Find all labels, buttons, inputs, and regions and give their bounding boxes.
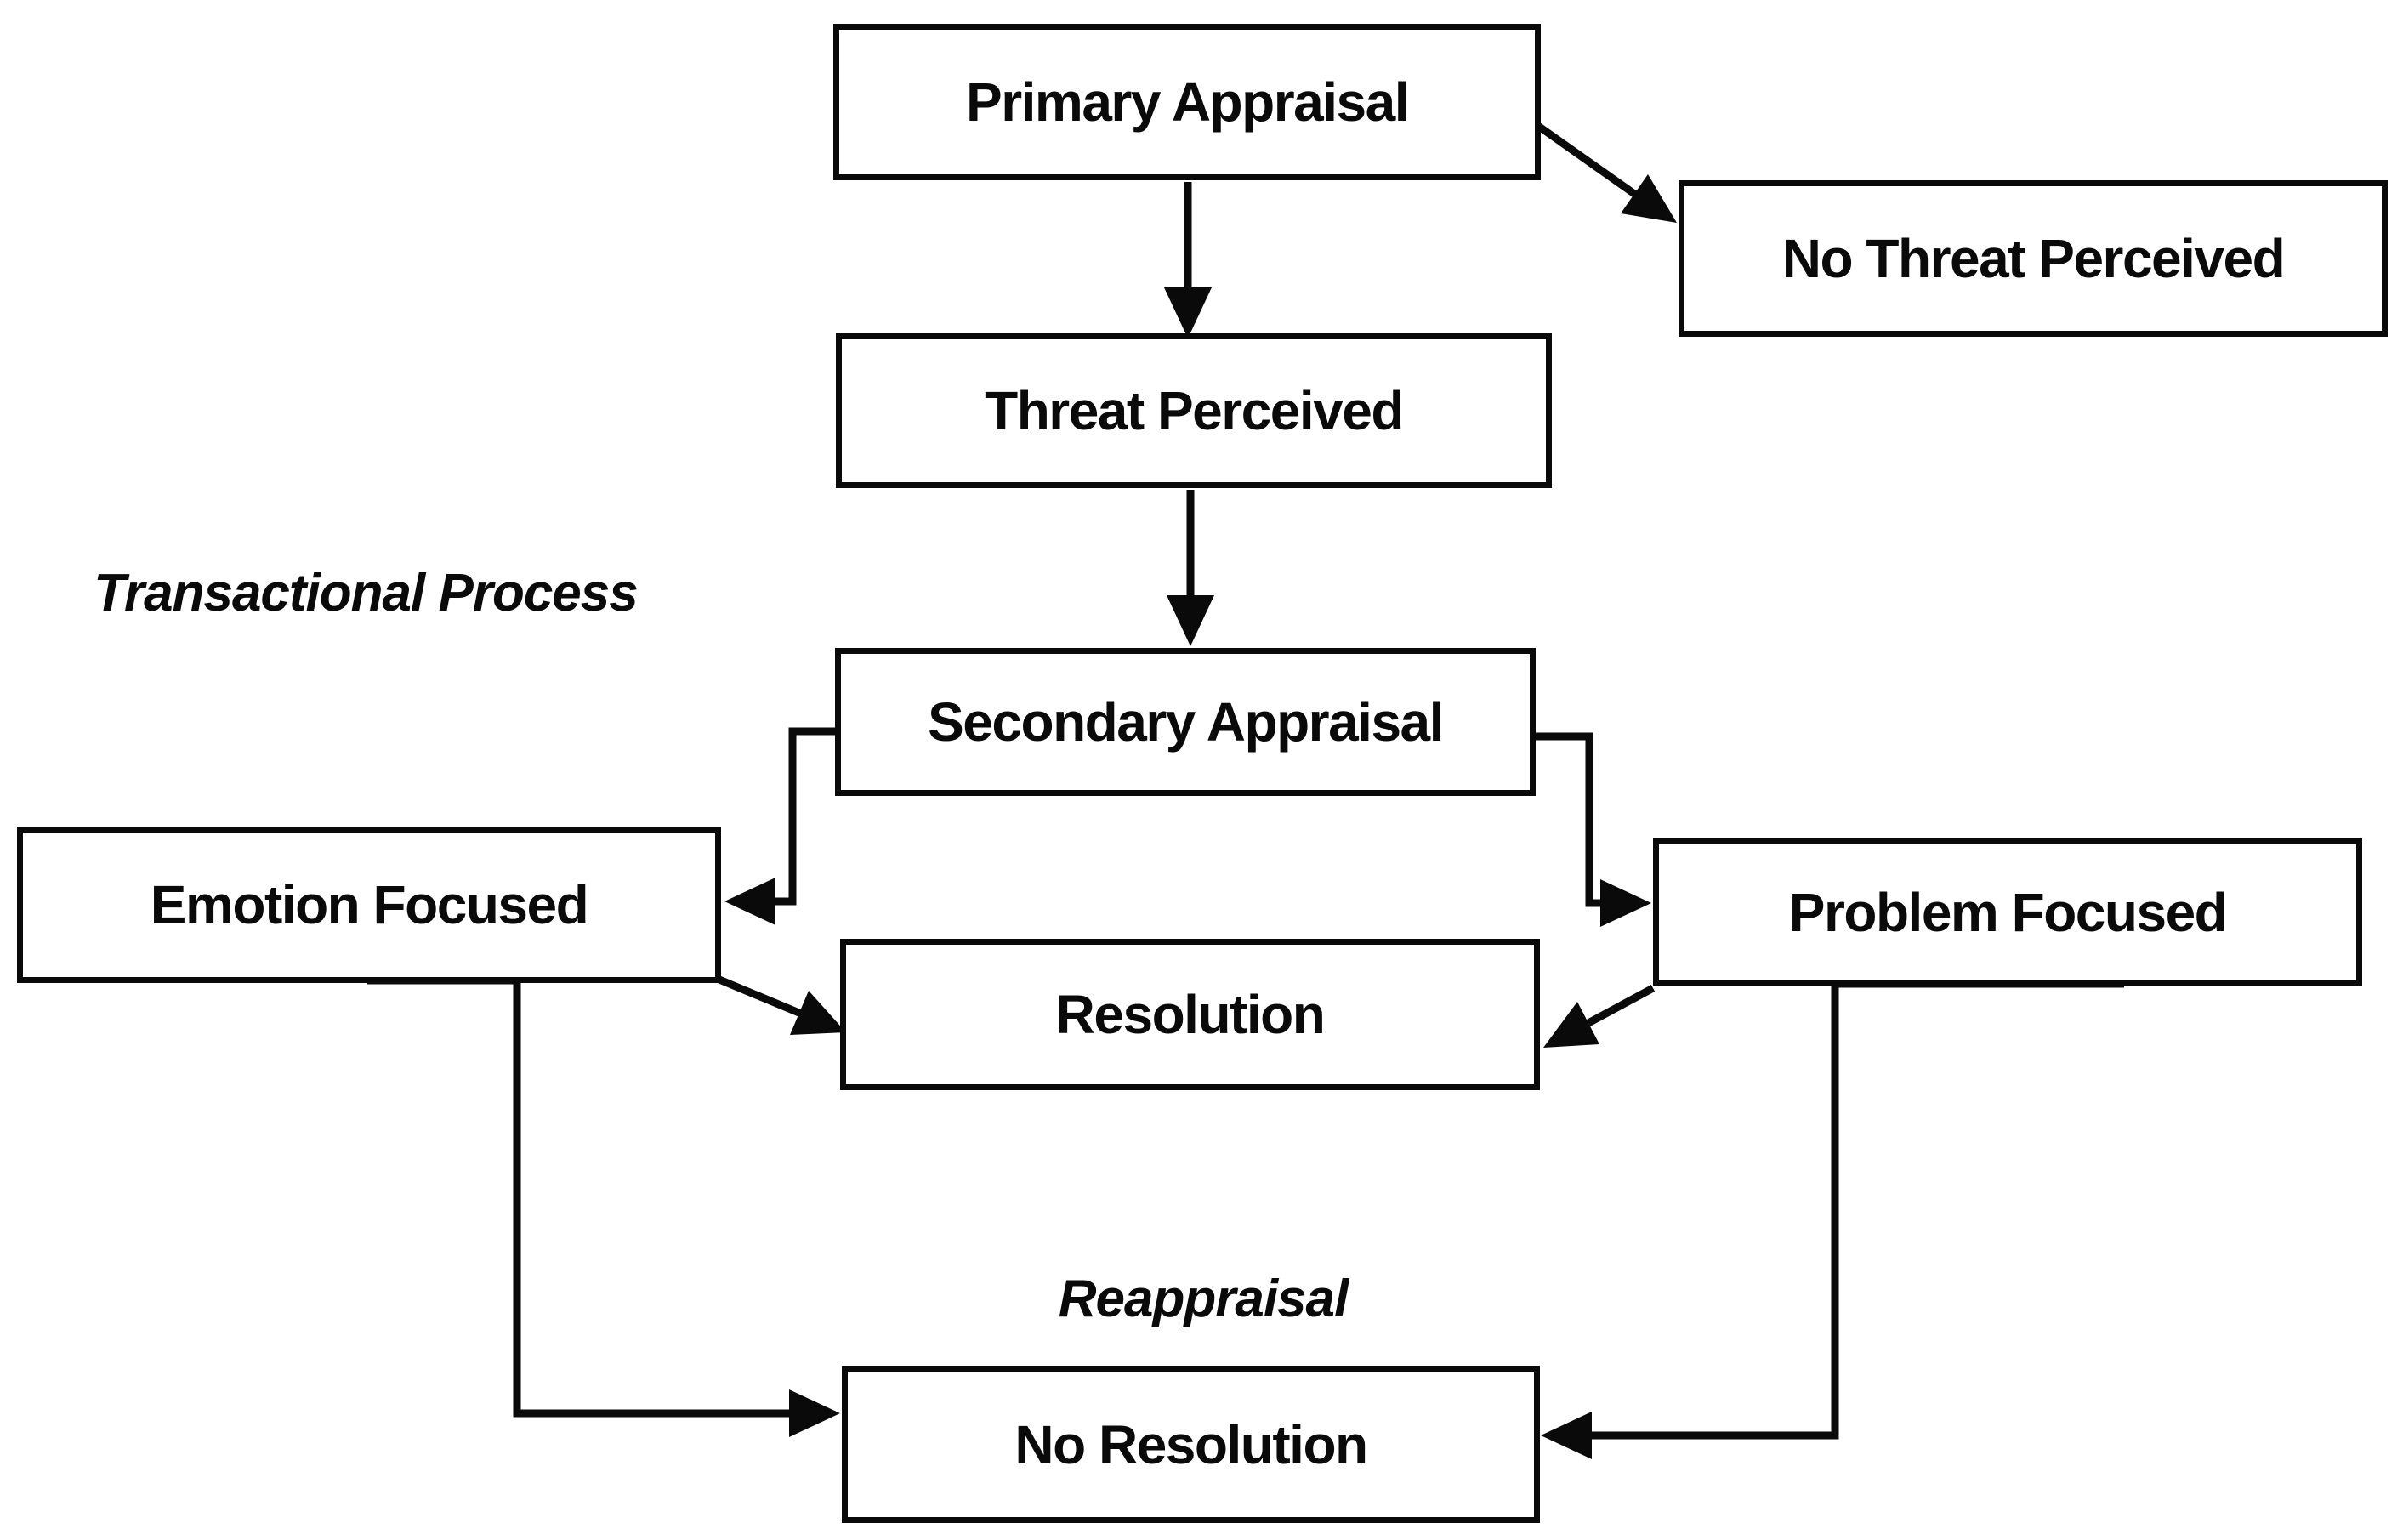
arrow-secondary-to-emotion — [724, 727, 835, 925]
node-no-resolution: No Resolution — [842, 1366, 1540, 1523]
node-no-resolution-label: No Resolution — [1014, 1413, 1368, 1475]
node-emotion-focused: Emotion Focused — [17, 827, 721, 983]
annotation-transactional-process: Transactional Process — [94, 564, 639, 622]
node-problem-focused: Problem Focused — [1653, 838, 2362, 986]
node-secondary-appraisal: Secondary Appraisal — [835, 648, 1536, 796]
node-resolution-label: Resolution — [1055, 984, 1326, 1045]
node-threat-perceived-label: Threat Perceived — [985, 380, 1404, 441]
node-secondary-appraisal-label: Secondary Appraisal — [928, 691, 1444, 753]
node-primary-appraisal-label: Primary Appraisal — [966, 71, 1409, 133]
node-resolution: Resolution — [840, 939, 1540, 1090]
arrow-emotion-to-resolution — [718, 975, 846, 1035]
arrow-problem-to-no-resolution — [1541, 980, 2124, 1459]
node-threat-perceived: Threat Perceived — [836, 333, 1552, 488]
arrow-secondary-to-problem — [1534, 732, 1651, 927]
node-problem-focused-label: Problem Focused — [1788, 882, 2228, 943]
annotation-reappraisal: Reappraisal — [1058, 1270, 1349, 1328]
arrow-threat-to-secondary — [1167, 490, 1214, 646]
arrow-emotion-to-no-resolution — [367, 976, 840, 1437]
arrow-primary-to-no-threat — [1533, 121, 1677, 223]
node-no-threat-perceived: No Threat Perceived — [1679, 180, 2388, 337]
arrow-primary-to-threat — [1164, 182, 1212, 338]
node-no-threat-perceived-label: No Threat Perceived — [1781, 228, 2286, 289]
arrow-problem-to-resolution — [1543, 985, 1656, 1048]
node-emotion-focused-label: Emotion Focused — [150, 874, 589, 935]
node-primary-appraisal: Primary Appraisal — [833, 24, 1541, 180]
